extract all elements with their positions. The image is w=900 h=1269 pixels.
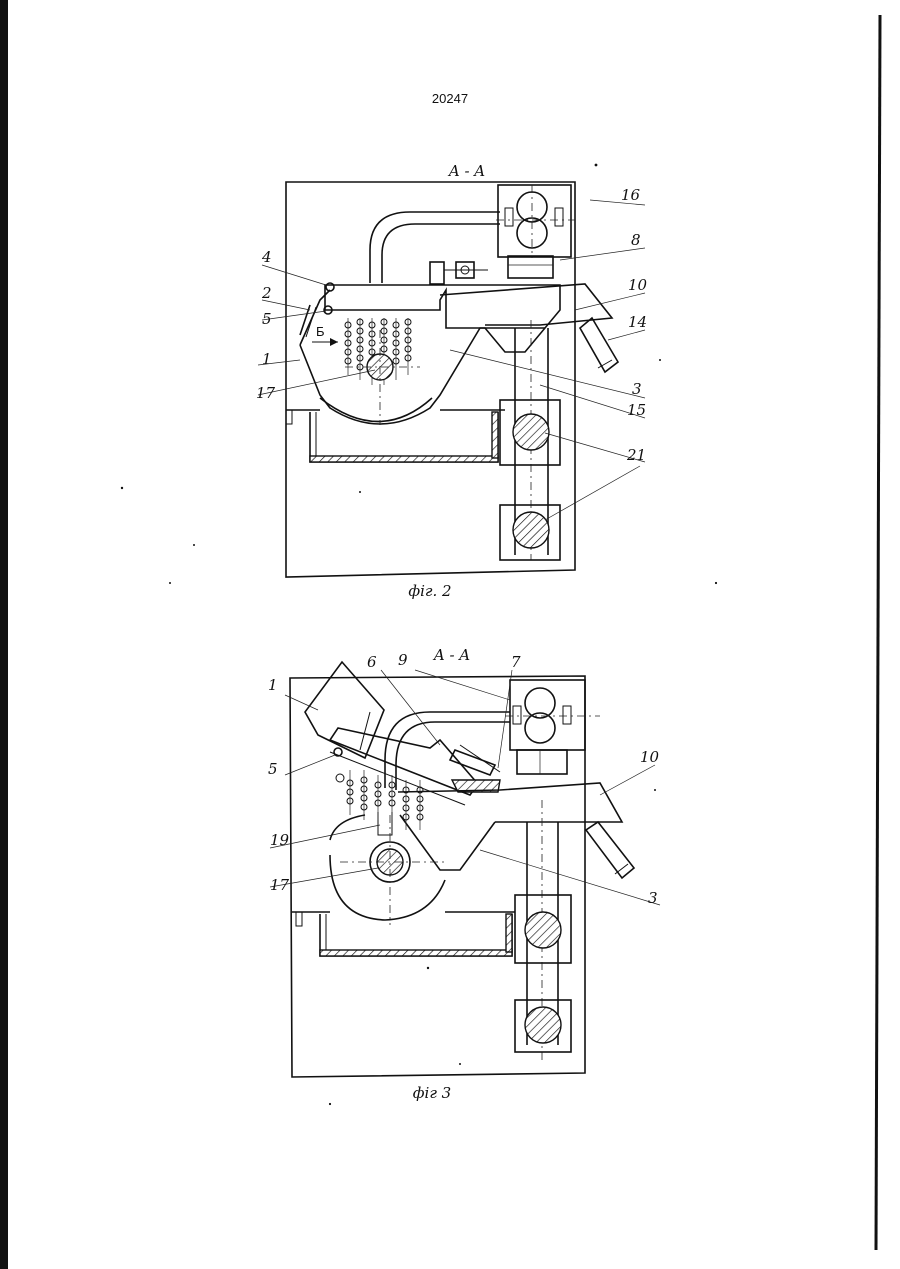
fig2-trough-lip bbox=[286, 410, 292, 424]
fig3-block bbox=[517, 750, 567, 774]
fig2-curved-pipe-outer bbox=[370, 212, 500, 283]
fig3-callout-10: 10 bbox=[640, 748, 660, 766]
fig2-bearing-upper-shaft bbox=[513, 414, 549, 450]
fig2-trough-inner bbox=[316, 412, 492, 456]
fig3-callout-17: 17 bbox=[270, 876, 290, 894]
fig3-trough-right bbox=[506, 914, 512, 952]
fig3-beam-10 bbox=[398, 783, 622, 822]
fig3-callout-7: 7 bbox=[511, 653, 521, 671]
figure-3: A - A bbox=[268, 646, 660, 1102]
fig2-roller-clip-left bbox=[505, 208, 513, 226]
fig3-bearing-upper-shaft bbox=[525, 912, 561, 948]
fig3-trough-bottom bbox=[320, 950, 512, 956]
fig3-pivot-lower bbox=[336, 774, 344, 782]
fig3-bearing-lower-shaft bbox=[525, 1007, 561, 1043]
fig2-tube-14 bbox=[580, 318, 618, 372]
fig2-drum-arc bbox=[320, 398, 432, 422]
fig2-callout-4: 4 bbox=[261, 248, 272, 266]
fig3-callout-6: 6 bbox=[367, 653, 377, 671]
fig3-callout-3: 3 bbox=[648, 889, 658, 907]
fig3-tube-end bbox=[615, 864, 628, 874]
fig2-callout-1: 1 bbox=[262, 350, 272, 368]
fig3-callout-9: 9 bbox=[398, 651, 408, 669]
fig2-arrow-head bbox=[330, 338, 338, 346]
fig2-curved-pipe-inner bbox=[382, 224, 500, 283]
fig2-callout-15: 15 bbox=[627, 401, 646, 419]
fig3-section-label: A - A bbox=[432, 646, 470, 664]
fig3-callout-19: 19 bbox=[270, 831, 290, 849]
fig2-section-label: A - A bbox=[447, 162, 485, 180]
fig2-callout-3: 3 bbox=[632, 380, 642, 398]
page-number: 20247 bbox=[432, 91, 468, 106]
fig2-callout-17: 17 bbox=[256, 384, 276, 402]
fig3-trough-lip bbox=[296, 912, 302, 926]
fig2-callout-16: 16 bbox=[621, 186, 641, 204]
fig2-bracket bbox=[430, 262, 444, 284]
fig2-trough-bottom bbox=[310, 456, 498, 462]
fig2-trough-right bbox=[492, 412, 498, 458]
fig3-hopper-1 bbox=[305, 662, 384, 758]
fig2-caption: фiг. 2 bbox=[408, 582, 451, 600]
fig3-callout-1: 1 bbox=[268, 676, 278, 694]
fig2-beam-10 bbox=[440, 284, 612, 325]
fig3-tube bbox=[586, 822, 634, 878]
fig2-arrow-label: Б bbox=[316, 324, 325, 339]
fig2-roller-clip-right bbox=[555, 208, 563, 226]
fig2-callout-10: 10 bbox=[628, 276, 648, 294]
fig2-callout-2: 2 bbox=[261, 284, 272, 302]
fig3-trough-inner bbox=[326, 914, 506, 950]
fig3-caption: фiг 3 bbox=[413, 1084, 451, 1102]
fig3-roller-clip-right bbox=[563, 706, 571, 724]
fig2-block-8 bbox=[508, 256, 553, 278]
fig3-screw-rod bbox=[460, 745, 500, 772]
fig2-callout-14: 14 bbox=[628, 313, 647, 331]
fig3-callout-5: 5 bbox=[268, 760, 278, 778]
left-border-bar bbox=[0, 0, 8, 1269]
fig3-roller-clip-left bbox=[513, 706, 521, 724]
fig2-callout-21: 21 bbox=[626, 446, 646, 464]
figure-2: A - A bbox=[256, 162, 648, 600]
fig2-leaders bbox=[258, 200, 645, 520]
scan-specks bbox=[121, 164, 717, 1106]
right-border-line bbox=[876, 15, 880, 1250]
fig3-hopper-edge bbox=[360, 712, 370, 750]
fig2-bearing-lower-shaft bbox=[513, 512, 549, 548]
fig2-callout-5: 5 bbox=[262, 310, 272, 328]
fig2-callout-8: 8 bbox=[631, 231, 641, 249]
fig3-curved-pipe-outer bbox=[385, 712, 510, 788]
